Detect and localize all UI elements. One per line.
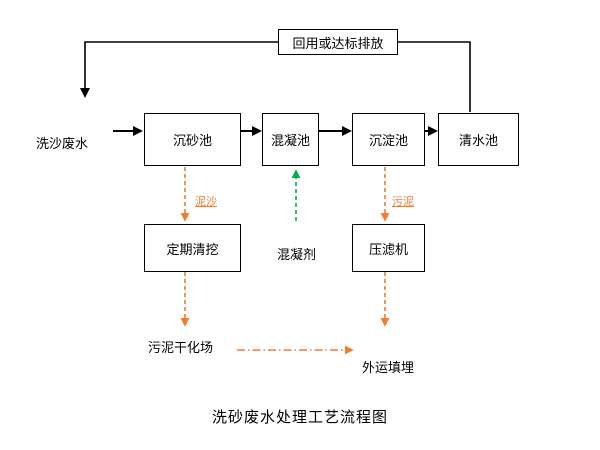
box-grit-chamber: 沉砂池 (144, 113, 241, 166)
sludge-stream-label: 污泥 (392, 196, 414, 208)
landfill-label: 外运填埋 (362, 360, 415, 375)
recycle-label-box: 回用或达标排放 (278, 29, 398, 55)
diagram-title: 洗砂废水处理工艺流程图 (211, 409, 388, 426)
recycle-line-left-arrow (80, 41, 278, 98)
inlet-label: 洗沙废水 (36, 136, 89, 151)
box-coagulation-tank-label: 混凝池 (270, 133, 310, 148)
box-sedimentation-tank-label: 沉淀池 (368, 133, 408, 148)
box-filter-press-label: 压滤机 (368, 241, 408, 257)
coagulant-label: 混凝剂 (277, 247, 317, 262)
box-clear-water-tank-label: 清水池 (458, 133, 498, 148)
box-clear-water-tank: 清水池 (438, 113, 519, 166)
box-sedimentation-tank: 沉淀池 (352, 113, 425, 166)
drying-field-label: 污泥干化场 (148, 340, 214, 355)
sediment-stream-label: 泥沙 (195, 196, 217, 208)
box-periodic-dredging: 定期清挖 (144, 224, 241, 272)
recycle-line-right (398, 41, 471, 112)
box-coagulation-tank: 混凝池 (262, 113, 319, 166)
box-filter-press: 压滤机 (352, 224, 425, 272)
recycle-label: 回用或达标排放 (292, 35, 384, 51)
box-periodic-dredging-label: 定期清挖 (166, 241, 219, 257)
box-grit-chamber-label: 沉砂池 (172, 133, 212, 148)
